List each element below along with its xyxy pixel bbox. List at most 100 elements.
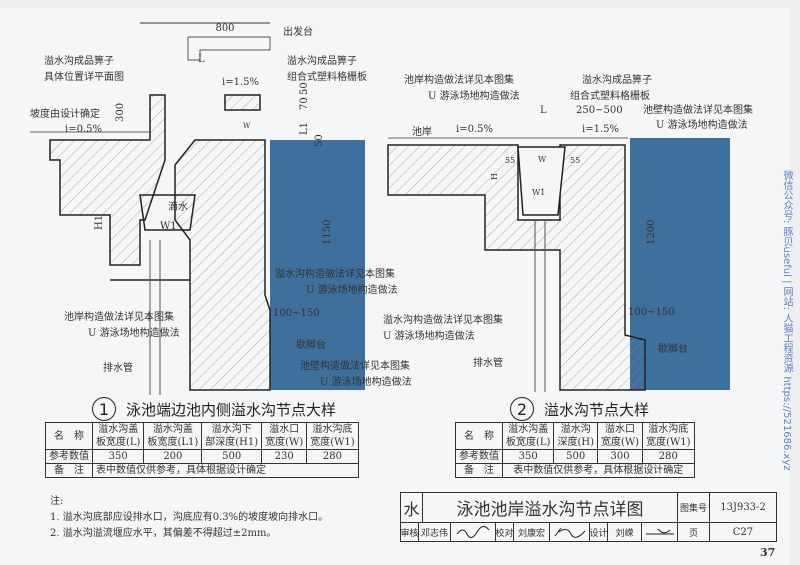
slope-1-5-2: i=1.5% [582, 124, 619, 135]
label-drip: 滴水 [168, 200, 188, 213]
table-row: 备 注 表中数值仅供参考，具体根据设计确定 [455, 463, 695, 478]
reviewer-signature [451, 523, 496, 541]
row-label: 备 注 [45, 463, 93, 478]
dim-55a: 55 [505, 156, 515, 165]
value-cell: 500 [201, 449, 263, 464]
detail-1-table: 名 称 溢水沟盖 板宽度(L) 溢水沟盖 板宽度(L1) 溢水沟下 部深度(H1… [45, 422, 359, 478]
label-gutter-ref-2: U 游泳场地构造做法 [306, 283, 398, 296]
header-cell: 溢水沟盖 板宽度(L) [91, 422, 145, 450]
detail-1-title-text: 泳池端边池内侧溢水沟节点大样 [126, 400, 337, 419]
note-item: 2. 溢水沟溢流堰应水平，其偏差不得超过±2mm。 [50, 528, 277, 539]
designer: 刘嵘 [608, 523, 642, 541]
label-grate-1-2: 溢水沟成品箅子 [582, 73, 652, 86]
deck-slab-2 [387, 144, 646, 391]
label-drain-pipe-2: 排水管 [473, 356, 503, 369]
detail-1-number: 1 [92, 397, 116, 421]
dim-800: 800 [215, 23, 234, 34]
header-cell: 溢水口 宽度(W) [596, 422, 644, 450]
label-wall-ref-2: U 游泳场地构造做法 [320, 375, 412, 388]
drawing-title: 泳池池岸溢水沟节点详图 [423, 493, 678, 522]
start-block [187, 36, 271, 61]
detail-2-title: 2 溢水沟节点大样 [510, 397, 649, 421]
check-label: 校对 [496, 523, 514, 541]
value-cell: 500 [553, 449, 598, 464]
dim-1150: 1150 [322, 220, 333, 245]
category: 水 [401, 493, 423, 522]
dim-55b: 55 [570, 156, 580, 165]
label-grate-left-1: 溢水沟成品箅子 [44, 54, 114, 67]
label-drain-pipe-1: 排水管 [103, 361, 133, 374]
detail-2-table: 名 称 溢水沟盖 板宽度(L) 溢水沟 深度(H) 溢水口 宽度(W) 溢水沟底… [455, 422, 695, 478]
slope-1-5-1: i=1.5% [222, 77, 259, 88]
notes: 注: 1. 溢水沟底部应设排水口，沟底应有0.3%的坡度坡向排水口。 2. 溢水… [50, 494, 328, 542]
dim-50a: 50 [299, 82, 310, 95]
label-gutter-ref-1-2: 溢水沟构造做法详见本图集 [383, 313, 503, 326]
dim-L1: L1 [299, 122, 310, 135]
dim-100-150-2: 100~150 [628, 307, 675, 318]
header-cell: 溢水沟盖 板宽度(L) [501, 422, 555, 450]
label-rest-ledge-2: 歇脚台 [658, 342, 688, 355]
pool-water-2 [630, 138, 730, 390]
value-cell: 350 [501, 449, 555, 464]
value-cell: 280 [306, 449, 359, 464]
dim-W1-2: W1 [532, 188, 545, 197]
row-label: 参考数值 [45, 449, 93, 464]
label-gutter-ref-1: 溢水沟构造做法详见本图集 [275, 267, 395, 280]
label-slope-design: 坡度由设计确定 [30, 107, 100, 120]
label-deck-ref-2-2: U 游泳场地构造做法 [428, 89, 520, 102]
dim-100-150-1: 100~150 [273, 308, 320, 319]
remark-cell: 表中数值仅供参考，具体根据设计确定 [92, 463, 359, 478]
dim-250-500: 250~500 [576, 105, 623, 116]
dim-50b: 50 [314, 134, 325, 147]
row-label: 参考数值 [455, 449, 503, 464]
atlas-number: 13J933-2 [720, 502, 766, 513]
row-label: 备 注 [455, 463, 503, 478]
design-label: 设计 [590, 523, 608, 541]
dim-W1-1: W1 [160, 221, 177, 232]
table-row: 参考数值 350 200 500 230 280 [45, 449, 359, 464]
header-cell: 溢水沟 深度(H) [553, 422, 598, 450]
table-header-row: 名 称 溢水沟盖 板宽度(L) 溢水沟 深度(H) 溢水口 宽度(W) 溢水沟底… [455, 422, 695, 450]
dim-W-2: W [538, 155, 547, 164]
header-cell: 名 称 [45, 422, 93, 450]
table-row: 参考数值 350 500 300 280 [455, 449, 695, 464]
value-cell: 300 [596, 449, 644, 464]
review-label: 审核 [401, 523, 419, 541]
detail-1-title: 1 泳池端边池内侧溢水沟节点大样 [92, 397, 336, 421]
label-deck: 池岸 [412, 125, 432, 138]
watermark-text: 微信公众号: 豚贝useful | 网站: 人猫工程资源 https://521… [781, 170, 792, 471]
note-item: 1. 溢水沟底部应设排水口，沟底应有0.3%的坡度坡向排水口。 [50, 512, 329, 523]
label-rest-ledge-1: 歇脚台 [296, 338, 326, 351]
header-cell: 溢水沟盖 板宽度(L1) [143, 422, 203, 450]
label-wall-ref-1-2: 池壁构造做法详见本图集 [643, 103, 753, 116]
value-cell: 230 [261, 449, 308, 464]
label-start-block: 出发台 [283, 25, 313, 38]
slope-0-5-2: i=0.5% [456, 124, 493, 135]
notes-heading: 注: [50, 496, 64, 507]
label-deck-ref-1-2: 池岸构造做法详见本图集 [404, 73, 514, 86]
atlas-label: 图集号 [678, 493, 710, 522]
label-gutter-ref-2-2: U 游泳场地构造做法 [383, 329, 475, 342]
table-header-row: 名 称 溢水沟盖 板宽度(L) 溢水沟盖 板宽度(L1) 溢水沟下 部深度(H1… [45, 422, 359, 450]
label-deck-ref-1: 池岸构造做法详见本图集 [64, 310, 174, 323]
detail-2-title-text: 溢水沟节点大样 [544, 400, 650, 419]
dim-L-2: L [540, 105, 547, 116]
label-grate-2-2: 组合式塑料格栅板 [570, 89, 650, 102]
reviewer: 邓志伟 [419, 523, 451, 541]
gutter-1 [139, 194, 196, 231]
dim-70: 70 [299, 97, 310, 110]
dim-W-1: W [243, 122, 251, 130]
checker-signature [550, 523, 590, 541]
remark-cell: 表中数值仅供参考，具体根据设计确定 [502, 463, 695, 478]
label-grate-left-2: 具体位置详平面图 [44, 70, 124, 83]
designer-signature [642, 523, 678, 541]
grate-1 [224, 94, 261, 111]
checker: 刘康宏 [514, 523, 550, 541]
page-number: 37 [760, 546, 776, 559]
detail-2-number: 2 [510, 397, 534, 421]
dim-1200: 1200 [646, 220, 657, 245]
page-label: 页 [678, 523, 710, 541]
dim-L-1: L [198, 54, 205, 65]
label-deck-ref-2: U 游泳场地构造做法 [88, 326, 180, 339]
page-code: C27 [732, 526, 754, 538]
